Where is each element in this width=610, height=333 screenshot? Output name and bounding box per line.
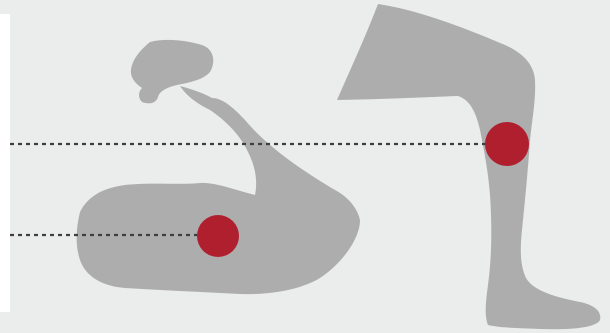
knee-marker	[485, 122, 529, 166]
bent-leg-silhouette	[337, 4, 600, 329]
elbow-marker	[197, 215, 239, 257]
